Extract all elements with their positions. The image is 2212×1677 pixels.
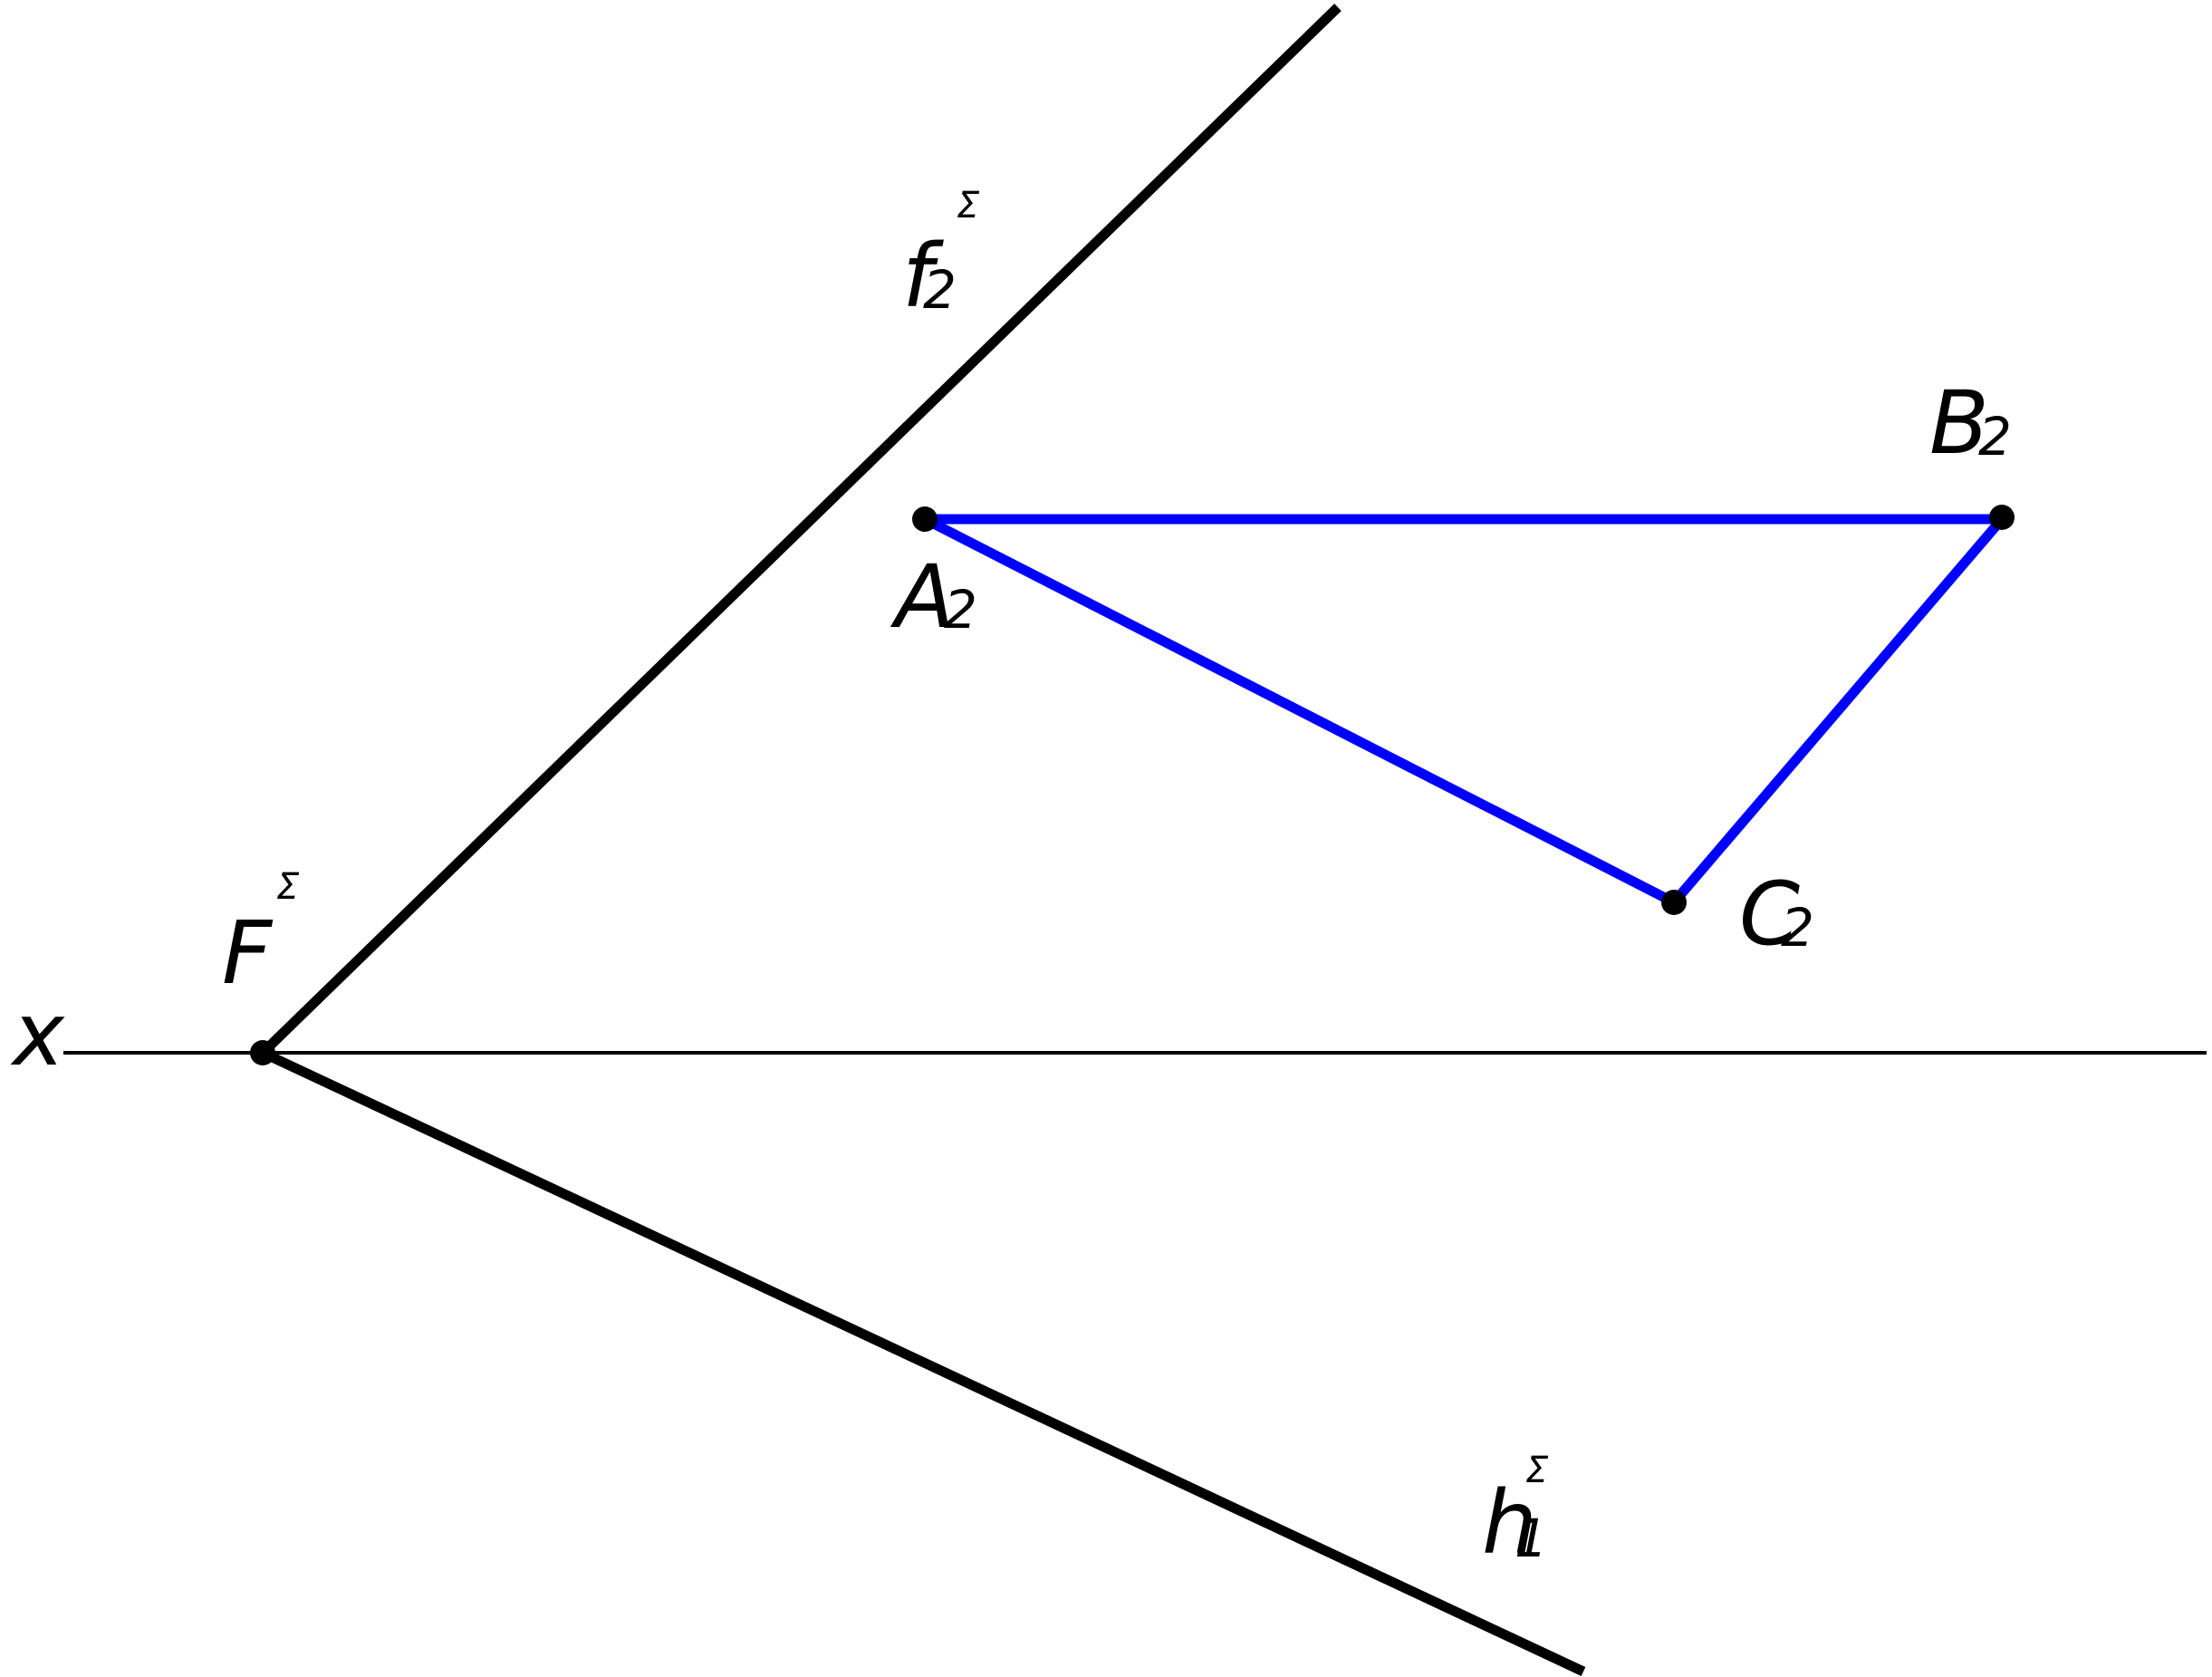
segment-c2-a2 bbox=[919, 514, 1679, 908]
label-a2-sub: 2 bbox=[944, 579, 977, 641]
label-f-sup: Σ bbox=[276, 866, 300, 908]
label-f-sigma: F Σ bbox=[222, 866, 300, 1004]
label-f2-sub: 2 bbox=[923, 259, 957, 321]
label-h1-sigma: h 1 Σ bbox=[1482, 1450, 1549, 1574]
segment-b2-c2 bbox=[1669, 514, 2007, 908]
label-b2-main: B bbox=[1929, 372, 1989, 474]
label-a2: A 2 bbox=[890, 546, 977, 648]
point-f bbox=[250, 1040, 275, 1065]
label-c2-main: C bbox=[1739, 863, 1800, 965]
label-c2: C 2 bbox=[1739, 863, 1814, 965]
horizontal-trace-h1 bbox=[260, 1048, 1586, 1676]
x-axis-label: x bbox=[10, 984, 65, 1085]
label-h1-sup: Σ bbox=[1525, 1450, 1549, 1491]
label-f2-sigma: f 2 Σ bbox=[902, 185, 980, 327]
point-b2 bbox=[1989, 505, 2015, 530]
label-b2: B 2 bbox=[1929, 372, 2012, 474]
point-a2 bbox=[912, 506, 938, 532]
label-b2-sub: 2 bbox=[1978, 406, 2012, 467]
label-c2-sub: 2 bbox=[1781, 897, 1814, 959]
label-h1-sub: 1 bbox=[1515, 1508, 1548, 1569]
point-c2 bbox=[1661, 890, 1687, 915]
label-a2-main: A bbox=[890, 546, 955, 648]
label-f-main: F bbox=[222, 902, 274, 1004]
frontal-trace-f2 bbox=[259, 4, 1342, 1056]
label-f2-sup: Σ bbox=[957, 185, 980, 226]
label-h1-main: h bbox=[1482, 1472, 1537, 1574]
triangle-abc-projection bbox=[919, 514, 2007, 908]
